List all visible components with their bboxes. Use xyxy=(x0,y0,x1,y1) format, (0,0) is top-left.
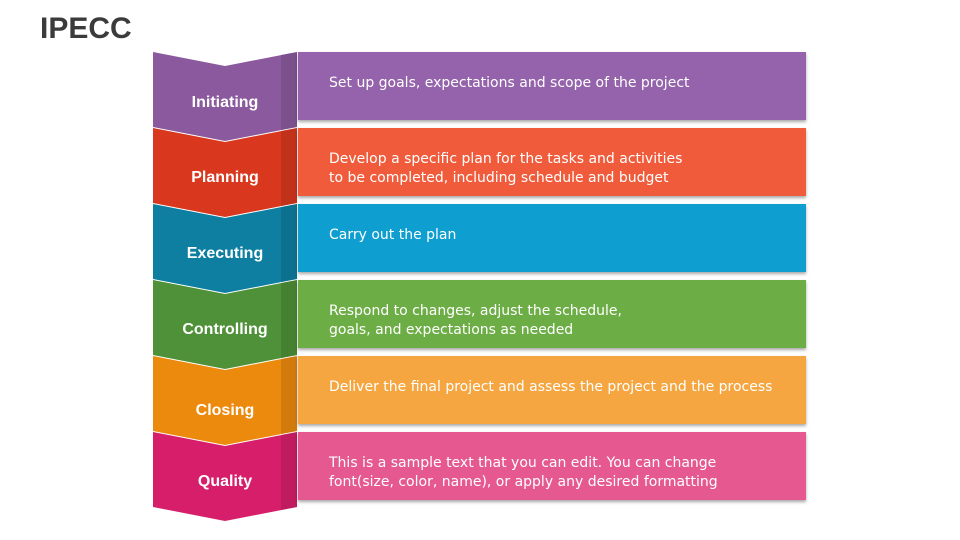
stage-label: Controlling xyxy=(182,321,268,338)
stage-description-text: Develop a specific plan for the tasks an… xyxy=(329,151,683,167)
stage-label: Closing xyxy=(195,402,255,419)
stage-description-text: This is a sample text that you can edit.… xyxy=(329,455,717,471)
stage-label: Planning xyxy=(191,169,259,186)
stage-row-closing: Closing Deliver the final project and ass… xyxy=(0,356,960,445)
stage-chevron-closing xyxy=(153,356,297,445)
stage-chevron-quality xyxy=(153,432,297,521)
slide-title: IPECC xyxy=(40,12,132,45)
stage-description-text: Set up goals, expectations and scope of … xyxy=(329,75,690,91)
stage-label: Quality xyxy=(197,473,253,490)
stage-description-panel: Respond to changes, adjust the schedule,… xyxy=(298,280,806,348)
stage-description-panel: Develop a specific plan for the tasks an… xyxy=(298,128,806,196)
stage-description-panel: This is a sample text that you can edit.… xyxy=(298,432,806,500)
stage-description-text: Respond to changes, adjust the schedule, xyxy=(329,303,622,319)
stage-description-text: to be completed, including schedule and … xyxy=(329,170,669,186)
stage-chevron-executing xyxy=(153,204,297,293)
stage-row-initiating: Initiating Set up goals, expectations and… xyxy=(0,52,960,141)
stage-row-executing: Executing Carry out the plan xyxy=(0,204,960,293)
stage-chevron-planning xyxy=(153,128,297,217)
stage-description-panel: Carry out the plan xyxy=(298,204,806,272)
stage-chevron-initiating xyxy=(153,52,297,141)
stage-description-panel: Deliver the final project and assess the… xyxy=(298,356,806,424)
stage-description-text: Deliver the final project and assess the… xyxy=(329,379,773,395)
stage-row-controlling: Controlling Respond to changes, adjust th… xyxy=(0,280,960,369)
stage-label: Initiating xyxy=(191,94,259,111)
stage-label: Executing xyxy=(186,245,264,262)
stage-description-text: font(size, color, name), or apply any de… xyxy=(329,474,718,490)
stage-row-quality: Quality This is a sample text that you ca… xyxy=(0,432,960,521)
stage-description-panel: Set up goals, expectations and scope of … xyxy=(298,52,806,120)
stage-row-planning: Planning Develop a specific plan for the … xyxy=(0,128,960,217)
stage-description-text: goals, and expectations as needed xyxy=(329,322,574,338)
stage-description-text: Carry out the plan xyxy=(329,227,457,243)
stage-chevron-controlling xyxy=(153,280,297,369)
